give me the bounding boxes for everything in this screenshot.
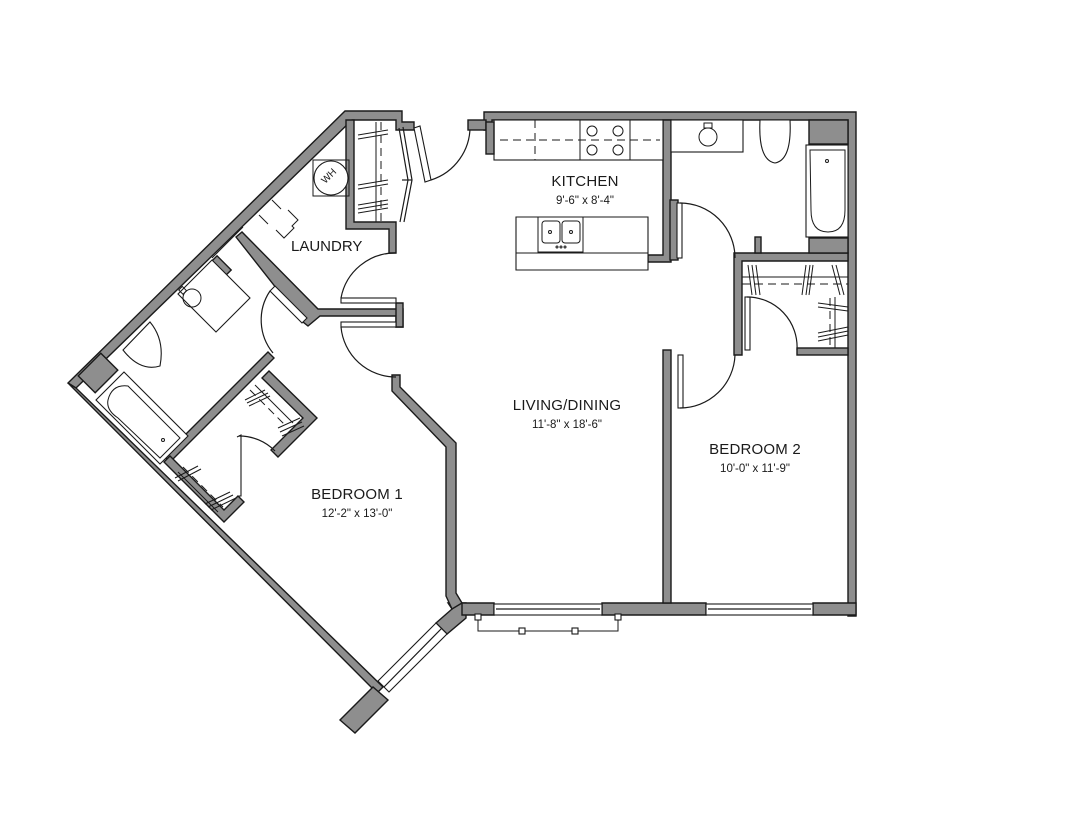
- wall-living-left: [391, 374, 463, 611]
- room-kitchen: KITCHEN 9'-6" x 8'-4": [551, 173, 618, 207]
- bath2-toilet: [759, 119, 791, 164]
- bath2-tub: [805, 144, 849, 238]
- wall-bedroom2-left: [662, 349, 672, 604]
- exterior-wall-bottom-left: [338, 686, 390, 734]
- balcony-rail: [474, 613, 622, 635]
- laundry-door[interactable]: [340, 252, 397, 304]
- wall-closet1: [261, 370, 318, 458]
- bath1-vanity: [177, 259, 251, 333]
- room-name: BEDROOM 1: [311, 486, 403, 503]
- room-living-dining: LIVING/DINING 11'-8" x 18'-6": [513, 397, 621, 431]
- washer-dryer-hookup: [258, 199, 299, 239]
- room-name: BEDROOM 2: [709, 441, 801, 458]
- wall-hall-stub: [395, 302, 404, 328]
- room-name: LIVING/DINING: [512, 397, 622, 414]
- room-name: KITCHEN: [551, 173, 619, 190]
- window-living: [493, 603, 603, 616]
- kitchen-island: [515, 216, 649, 271]
- closet1-door[interactable]: [236, 434, 276, 497]
- bedroom2-door[interactable]: [677, 354, 736, 409]
- closet2-door[interactable]: [744, 296, 798, 351]
- bath1-door[interactable]: [260, 285, 308, 354]
- closet1-shelving: [174, 384, 305, 513]
- room-dimensions: 12'-2" x 13'-0": [321, 508, 393, 520]
- window-bedroom-1: [377, 622, 448, 693]
- room-laundry: LAUNDRY: [291, 238, 363, 255]
- window-bedroom-2: [705, 603, 814, 616]
- shaft-1: [808, 119, 849, 145]
- bedroom1-door[interactable]: [340, 321, 397, 378]
- bath2-vanity: [670, 119, 744, 153]
- room-bedroom-2: BEDROOM 2 10'-0" x 11'-9": [709, 441, 801, 475]
- room-dimensions: 11'-8" x 18'-6": [532, 419, 602, 431]
- closet2-shelving: [742, 264, 849, 348]
- exterior-wall-diagonal-left: [67, 382, 384, 694]
- stove: [579, 119, 631, 161]
- bath1-tub: [95, 371, 189, 465]
- bath1-toilet: [122, 321, 162, 368]
- entry-door[interactable]: [413, 119, 487, 183]
- wall-bath1-right: [163, 351, 275, 463]
- wall-tub-end: [754, 236, 762, 254]
- room-bedroom-1: BEDROOM 1 12'-2" x 13'-0": [311, 486, 403, 520]
- bath2-door[interactable]: [676, 202, 736, 259]
- kitchen-counter: [485, 119, 664, 161]
- shaft-bath1: [77, 352, 119, 394]
- wall-closet-2-bottom: [796, 347, 849, 356]
- exterior-wall-bottom-b: [601, 602, 707, 616]
- exterior-wall-bottom-a: [461, 602, 495, 616]
- room-dimensions: 9'-6" x 8'-4": [556, 195, 614, 207]
- wall-closet-2: [733, 252, 849, 356]
- laundry-shelf: [211, 226, 244, 259]
- water-heater: [312, 159, 350, 197]
- exterior-wall-bottom-c: [812, 602, 857, 616]
- room-dimensions: 10'-0" x 11'-9": [720, 463, 790, 475]
- shaft-2: [808, 237, 849, 254]
- laundry-closet-shelving: [357, 122, 389, 222]
- laundry-bifold-door[interactable]: [398, 126, 413, 223]
